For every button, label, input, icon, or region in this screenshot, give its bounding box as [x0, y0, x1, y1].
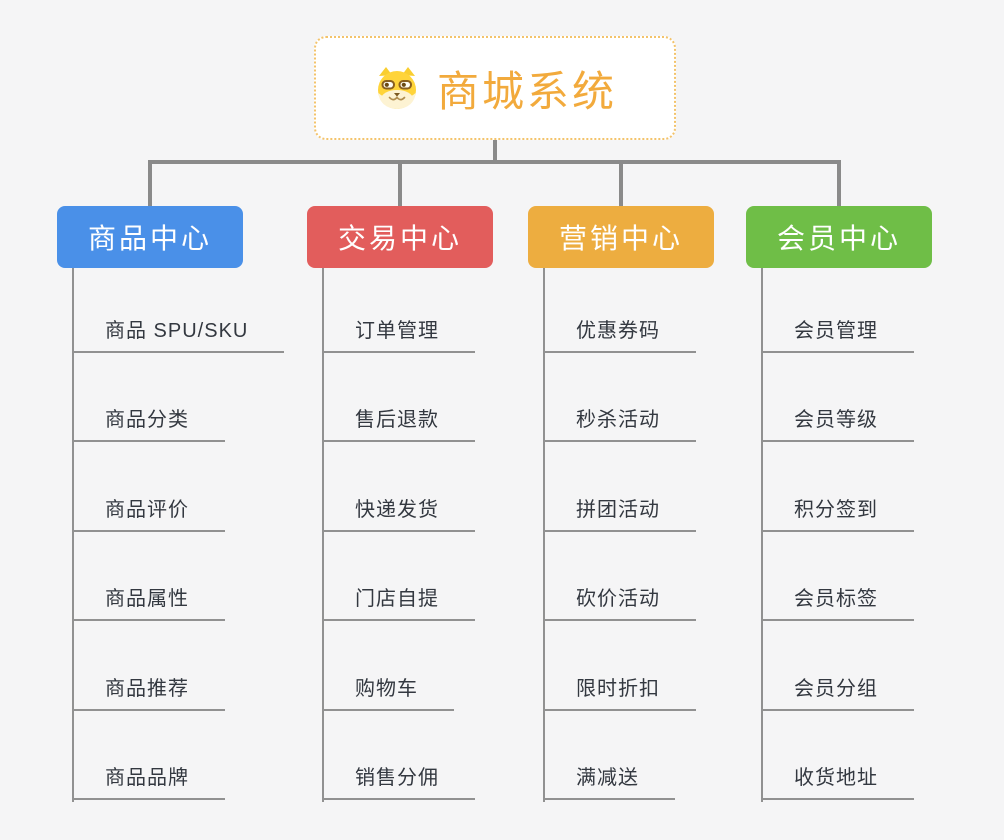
branch-node-1[interactable]: 商品中心 — [57, 206, 243, 268]
branch-node-2[interactable]: 交易中心 — [307, 206, 493, 268]
leaf-node[interactable]: 门店自提 — [322, 586, 475, 621]
leaf-node[interactable]: 商品推荐 — [72, 676, 225, 711]
branch-spine — [543, 268, 545, 802]
leaf-node[interactable]: 购物车 — [322, 676, 454, 711]
leaf-node[interactable]: 收货地址 — [761, 765, 914, 800]
leaf-node[interactable]: 积分签到 — [761, 497, 914, 532]
leaf-node[interactable]: 秒杀活动 — [543, 407, 696, 442]
connector-bus — [148, 160, 841, 164]
branch-node-4[interactable]: 会员中心 — [746, 206, 932, 268]
branch-spine — [72, 268, 74, 802]
connector-branch-drop — [619, 160, 623, 206]
leaf-node[interactable]: 商品评价 — [72, 497, 225, 532]
leaf-node[interactable]: 商品属性 — [72, 586, 225, 621]
leaf-node[interactable]: 商品 SPU/SKU — [72, 318, 285, 353]
leaf-node[interactable]: 限时折扣 — [543, 676, 696, 711]
leaf-node[interactable]: 会员标签 — [761, 586, 914, 621]
root-node[interactable]: 商城系统 — [314, 36, 676, 140]
branch-node-3[interactable]: 营销中心 — [528, 206, 714, 268]
leaf-node[interactable]: 售后退款 — [322, 407, 475, 442]
leaf-node[interactable]: 商品品牌 — [72, 765, 225, 800]
leaf-node[interactable]: 拼团活动 — [543, 497, 696, 532]
dog-face-icon — [373, 66, 421, 110]
leaf-node[interactable]: 商品分类 — [72, 407, 225, 442]
leaf-node[interactable]: 订单管理 — [322, 318, 475, 353]
connector-branch-drop — [148, 160, 152, 206]
leaf-node[interactable]: 砍价活动 — [543, 586, 696, 621]
leaf-node[interactable]: 会员分组 — [761, 676, 914, 711]
leaf-node[interactable]: 满减送 — [543, 765, 675, 800]
root-title: 商城系统 — [436, 67, 617, 115]
leaf-node[interactable]: 会员管理 — [761, 318, 914, 353]
branch-spine — [761, 268, 763, 802]
branch-spine — [322, 268, 324, 802]
leaf-node[interactable]: 优惠券码 — [543, 318, 696, 353]
leaf-node[interactable]: 会员等级 — [761, 407, 914, 442]
leaf-node[interactable]: 销售分佣 — [322, 765, 475, 800]
connector-branch-drop — [398, 160, 402, 206]
leaf-node[interactable]: 快递发货 — [322, 497, 475, 532]
connector-branch-drop — [837, 160, 841, 206]
connector-root-drop — [493, 140, 497, 164]
